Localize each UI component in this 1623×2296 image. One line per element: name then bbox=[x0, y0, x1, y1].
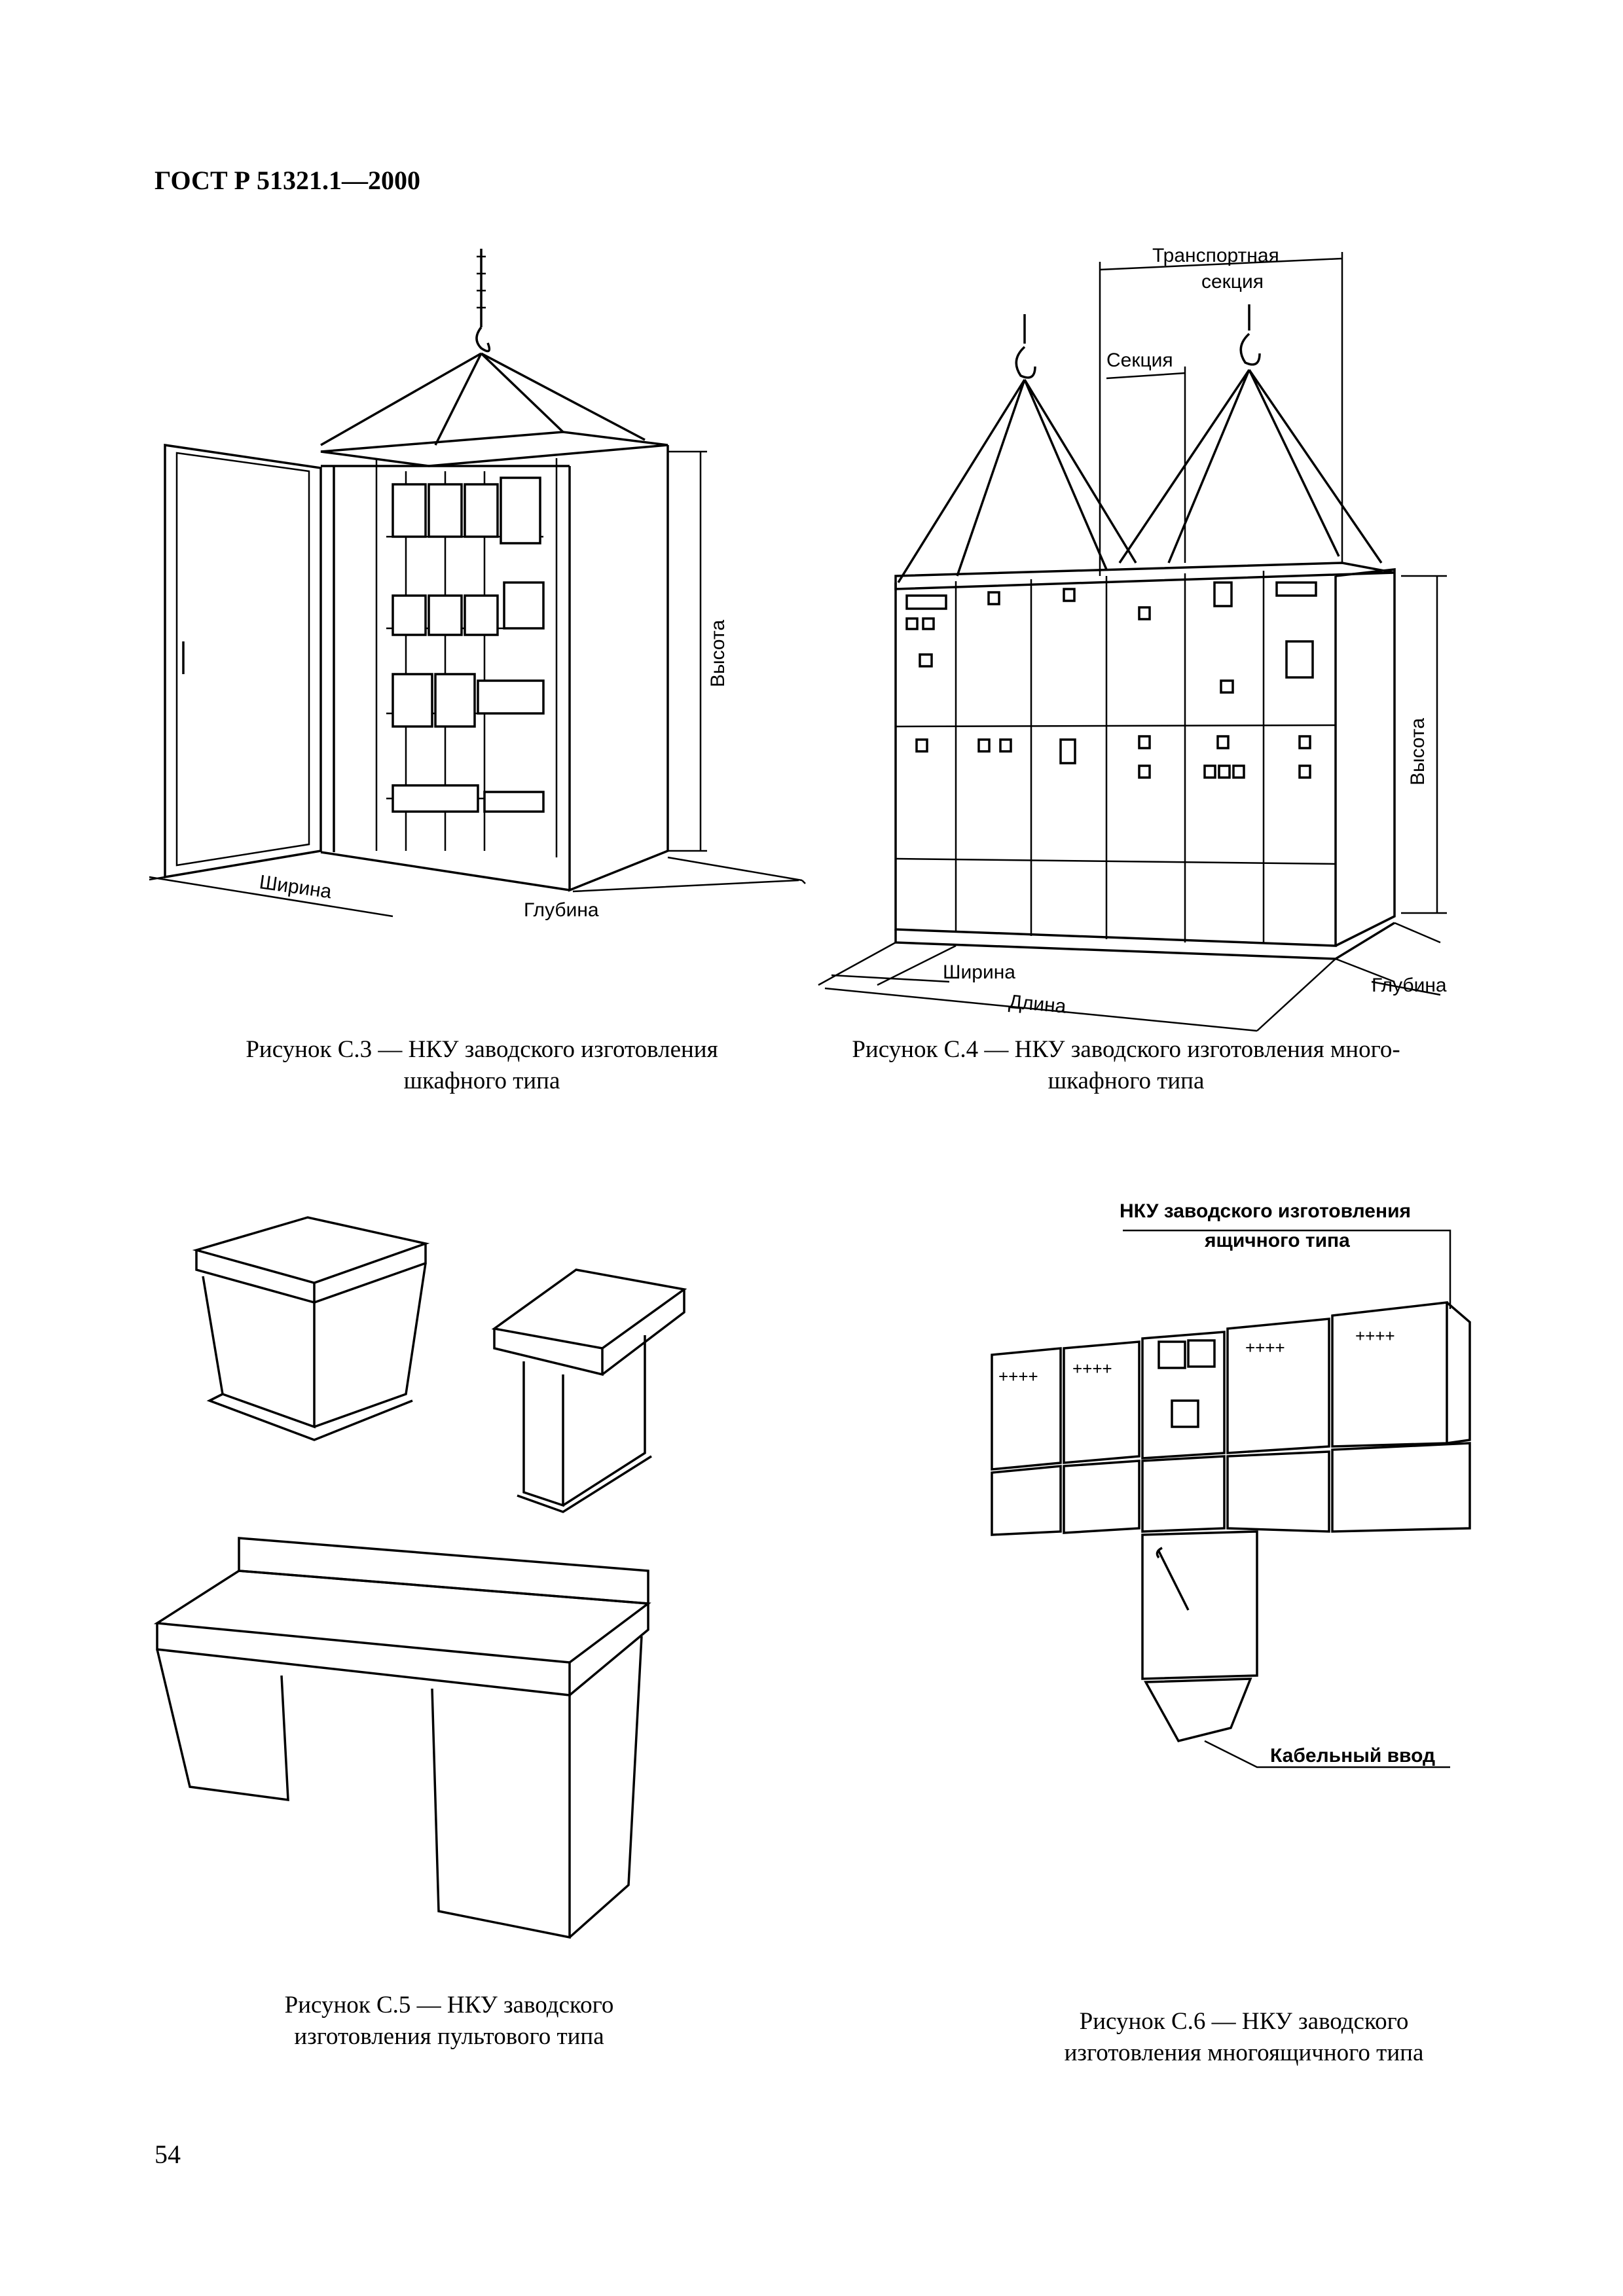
c3-height-label: Высота bbox=[707, 620, 729, 687]
caption-line: Рисунок С.3 — НКУ заводского изготовлени… bbox=[246, 1036, 718, 1063]
c4-transport-label-1: Транспортная bbox=[1152, 245, 1279, 266]
figure-c6-caption: Рисунок С.6 — НКУ заводского изготовлени… bbox=[982, 2006, 1506, 2069]
caption-line: Рисунок С.6 — НКУ заводского bbox=[1079, 2008, 1409, 2035]
figure-c4-caption: Рисунок С.4 — НКУ заводского изготовлени… bbox=[799, 1034, 1453, 1097]
distribution-boxes-icon bbox=[992, 1302, 1470, 1741]
document-header: ГОСТ Р 51321.1—2000 bbox=[155, 166, 421, 195]
c4-transport-label-2: секция bbox=[1201, 271, 1264, 293]
figure-c5-caption: Рисунок С.5 — НКУ заводского изготовлени… bbox=[155, 1990, 744, 2053]
c4-width-label: Ширина bbox=[943, 961, 1015, 983]
panel-mark: ++++ bbox=[1355, 1326, 1395, 1346]
c3-depth-label: Глубина bbox=[524, 899, 599, 921]
c4-height-label: Высота bbox=[1407, 718, 1429, 785]
caption-line: изготовления многоящичного типа bbox=[1064, 2039, 1424, 2066]
c4-section-label: Секция bbox=[1106, 350, 1173, 371]
c6-box-label-1: НКУ заводского изготовления bbox=[1120, 1200, 1411, 1222]
large-console-icon bbox=[157, 1538, 648, 1937]
caption-line: шкафного типа bbox=[1048, 1067, 1205, 1094]
caption-line: Рисунок С.4 — НКУ заводского изготовлени… bbox=[852, 1036, 1400, 1063]
cabinet-instruments-icon bbox=[907, 583, 1316, 778]
c4-length-label: Длина bbox=[1008, 991, 1067, 1018]
crane-hook-icon bbox=[1016, 304, 1260, 378]
caption-line: шкафного типа bbox=[403, 1067, 560, 1094]
c6-box-label-2: ящичного типа bbox=[1204, 1230, 1350, 1251]
caption-line: Рисунок С.5 — НКУ заводского bbox=[284, 1992, 614, 2018]
caption-line: изготовления пультового типа bbox=[294, 2023, 604, 2050]
switchgear-components-icon bbox=[393, 478, 543, 812]
figure-c3-caption: Рисунок С.3 — НКУ заводского изготовлени… bbox=[155, 1034, 809, 1097]
panel-mark: ++++ bbox=[1245, 1338, 1285, 1357]
page-number: 54 bbox=[155, 2140, 181, 2169]
panel-mark: ++++ bbox=[998, 1367, 1038, 1386]
desk-console-icon bbox=[196, 1217, 426, 1440]
c6-cable-entry-label: Кабельный ввод bbox=[1270, 1745, 1435, 1767]
pedestal-console-icon bbox=[494, 1270, 684, 1512]
c4-depth-label: Глубина bbox=[1372, 975, 1447, 996]
panel-mark: ++++ bbox=[1072, 1359, 1112, 1378]
crane-chain-icon bbox=[477, 249, 489, 351]
